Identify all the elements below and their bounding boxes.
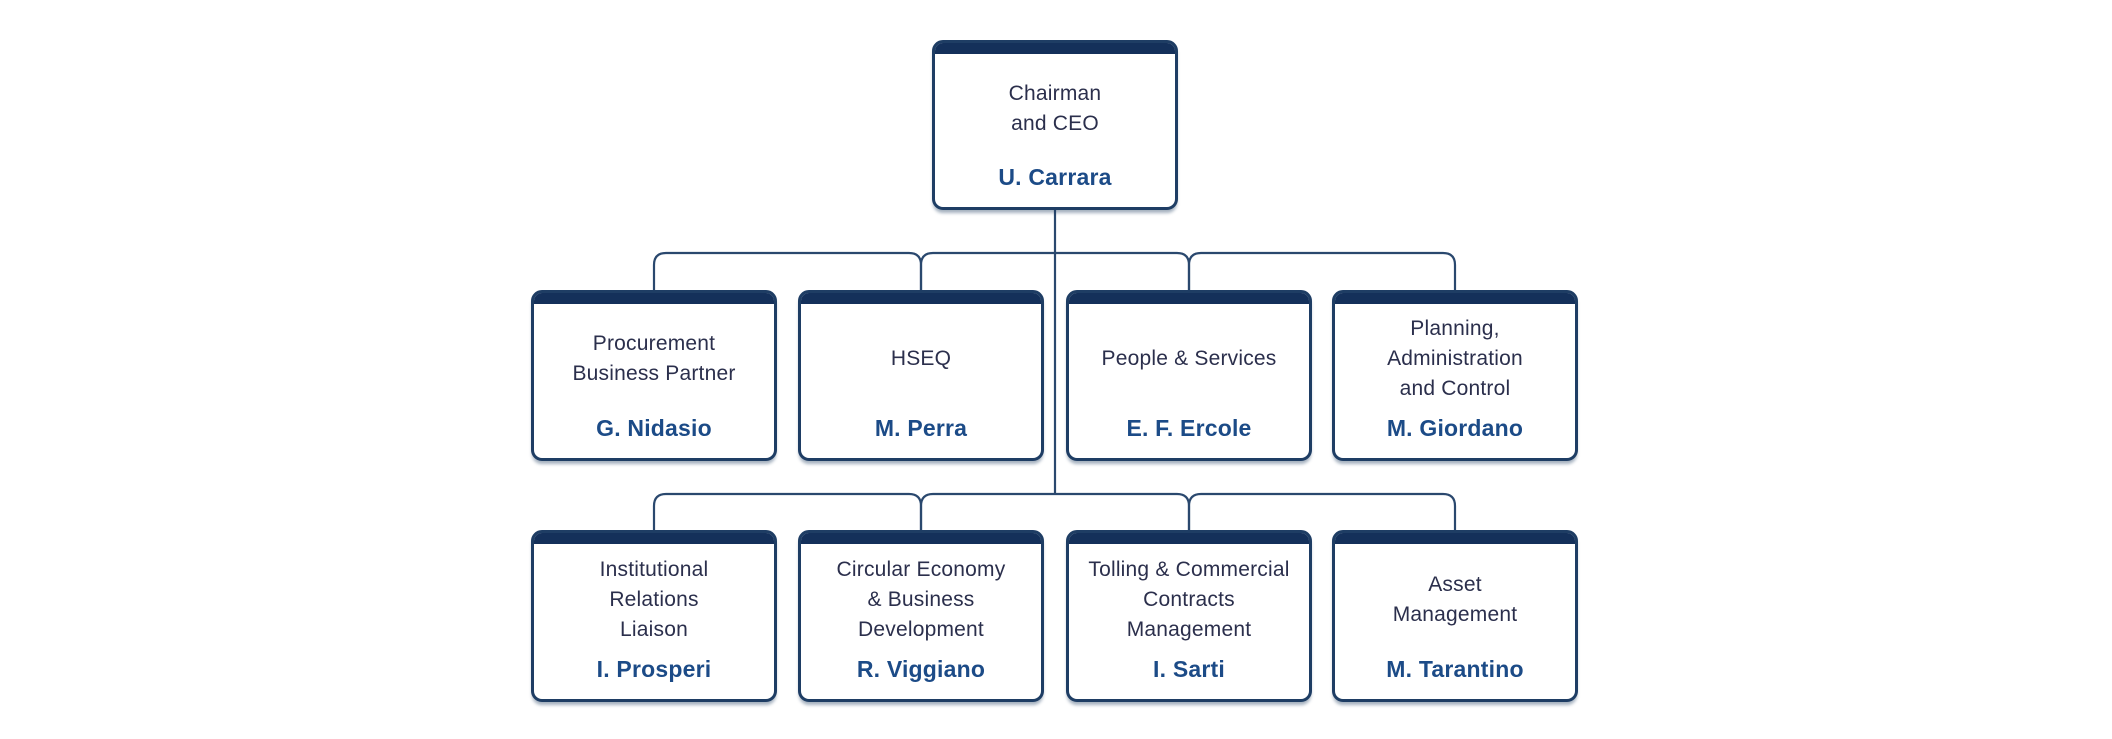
rail-bracket-row2	[1187, 251, 1457, 293]
org-node-title-line: & Business	[867, 587, 975, 611]
org-node-top-bar	[1069, 293, 1309, 304]
org-node-title: HSEQ	[891, 304, 951, 414]
org-node-title-line: Management	[1126, 617, 1252, 641]
org-node-name: E. F. Ercole	[1126, 415, 1252, 441]
rail-bracket-row3	[652, 492, 923, 533]
org-node-name: I. Sarti	[1153, 656, 1225, 682]
org-node-top-bar	[534, 533, 774, 544]
org-node-name: M. Perra	[874, 415, 968, 441]
org-node-people-services: People & Services E. F. Ercole	[1066, 290, 1312, 461]
org-node-content: Chairman and CEO U. Carrara	[935, 54, 1175, 207]
org-node-content: Planning, Administration and Control M. Gi…	[1335, 304, 1575, 458]
org-node-title: Planning, Administration and Control	[1387, 304, 1523, 414]
org-node-name: U. Carrara	[998, 164, 1112, 190]
rail-bracket-row2	[919, 251, 1191, 293]
org-node-title-line: Planning,	[1410, 317, 1500, 340]
org-node-title-line: Management	[1392, 602, 1518, 626]
org-node-title-line: Development	[858, 617, 984, 641]
org-node-title-line: People & Services	[1101, 347, 1277, 370]
org-node-title-line: Institutional	[599, 557, 709, 581]
rail-bracket-row3	[1187, 492, 1457, 533]
org-node-content: People & Services E. F. Ercole	[1069, 304, 1309, 458]
org-node-name: I. Prosperi	[596, 656, 712, 682]
org-node-chairman-and-ceo: Chairman and CEO U. Carrara	[932, 40, 1178, 210]
org-node-name: G. Nidasio	[596, 415, 712, 441]
rail-bracket-row2	[652, 251, 923, 293]
org-node-title-line: Liaison	[620, 617, 688, 641]
org-node-title-line: Procurement	[592, 332, 716, 355]
org-node-title-line: Contracts	[1143, 587, 1235, 611]
org-node-title: Chairman and CEO	[1009, 54, 1102, 163]
org-node-title-line: Chairman	[1008, 81, 1102, 105]
org-node-title-line: Business Partner	[572, 362, 736, 385]
org-node-content: HSEQ M. Perra	[801, 304, 1041, 458]
org-node-title-line: and CEO	[1011, 111, 1099, 135]
org-node-title-line: HSEQ	[890, 347, 952, 370]
org-node-title-line: Tolling & Commercial	[1088, 557, 1290, 581]
org-node-name: R. Viggiano	[856, 656, 986, 682]
org-node-title-line: Circular Economy	[836, 557, 1006, 581]
org-node-top-bar	[801, 293, 1041, 304]
org-node-name: M. Giordano	[1386, 415, 1524, 441]
org-node-hseq: HSEQ M. Perra	[798, 290, 1044, 461]
org-node-top-bar	[1335, 533, 1575, 544]
org-node-top-bar	[1069, 533, 1309, 544]
org-node-title: People & Services	[1102, 304, 1277, 414]
org-node-title-line: and Control	[1399, 377, 1511, 400]
rail-bracket-row3	[919, 492, 1191, 533]
org-node-name: M. Tarantino	[1386, 656, 1524, 682]
org-node-title-line: Relations	[609, 587, 699, 611]
org-node-top-bar	[935, 43, 1175, 54]
org-node-planning-administration-and-control: Planning, Administration and Control M. Gi…	[1332, 290, 1578, 461]
org-node-title-line: Administration	[1387, 347, 1523, 370]
org-node-top-bar	[801, 533, 1041, 544]
org-node-title-line: Asset	[1428, 572, 1482, 596]
org-node-top-bar	[1335, 293, 1575, 304]
org-node-top-bar	[534, 293, 774, 304]
